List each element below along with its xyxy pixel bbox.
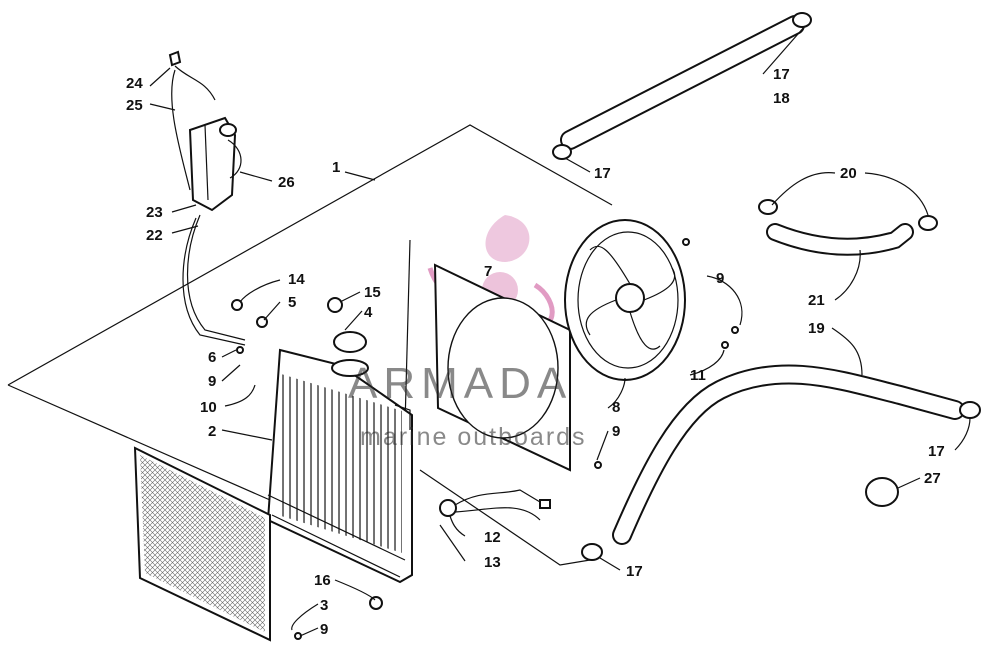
coolant-reservoir-bottle bbox=[168, 50, 246, 346]
callout-4: 4 bbox=[364, 304, 373, 321]
callout-27: 27 bbox=[924, 470, 941, 487]
upper-hose bbox=[560, 15, 805, 150]
callout-2: 2 bbox=[208, 423, 216, 440]
callout-9-shroud: 9 bbox=[612, 423, 620, 440]
callout-15: 15 bbox=[364, 284, 381, 301]
callout-6: 6 bbox=[208, 349, 216, 366]
callout-24: 24 bbox=[126, 75, 143, 92]
callout-1: 1 bbox=[332, 159, 340, 176]
callout-labels: 1 2 3 4 5 6 7 8 9 9 9 9 10 11 12 13 14 1… bbox=[126, 66, 945, 638]
lower-hose bbox=[612, 364, 965, 545]
callout-10: 10 bbox=[200, 399, 217, 416]
callout-20: 20 bbox=[840, 165, 857, 182]
callout-16: 16 bbox=[314, 572, 331, 589]
assembly-bracket-lines bbox=[7, 124, 613, 566]
watermark-tagline: marine outboards bbox=[360, 423, 587, 451]
callout-26: 26 bbox=[278, 174, 295, 191]
callout-22: 22 bbox=[146, 227, 163, 244]
callout-9-fan: 9 bbox=[716, 270, 724, 287]
callout-17-upper: 17 bbox=[594, 165, 611, 182]
callout-21: 21 bbox=[808, 292, 825, 309]
callout-23: 23 bbox=[146, 204, 163, 221]
leader-lines bbox=[149, 25, 971, 637]
callout-19: 19 bbox=[808, 320, 825, 337]
radiator bbox=[266, 331, 413, 584]
curved-hose-21 bbox=[766, 223, 914, 256]
callout-3: 3 bbox=[320, 597, 328, 614]
radiator-screen bbox=[133, 446, 271, 642]
small-hardware bbox=[231, 238, 739, 640]
callout-13: 13 bbox=[484, 554, 501, 571]
callout-11: 11 bbox=[690, 367, 706, 384]
callout-7: 7 bbox=[484, 263, 492, 280]
cooling-fan bbox=[564, 219, 686, 381]
callout-9-left: 9 bbox=[208, 373, 216, 390]
callout-14: 14 bbox=[288, 271, 305, 288]
callout-18: 18 bbox=[773, 90, 790, 107]
callout-17-top: 17 bbox=[773, 66, 790, 83]
watermark-brand: ARMADA bbox=[348, 359, 572, 408]
callout-12: 12 bbox=[484, 529, 501, 546]
hose-clamps bbox=[552, 12, 981, 561]
fan-shroud bbox=[433, 263, 571, 472]
callout-9-bottom: 9 bbox=[320, 621, 328, 638]
callout-8: 8 bbox=[612, 399, 620, 416]
callout-17-right: 17 bbox=[928, 443, 945, 460]
callout-25: 25 bbox=[126, 97, 143, 114]
callout-5: 5 bbox=[288, 294, 296, 311]
temperature-switch bbox=[439, 489, 551, 521]
callout-17-bottom: 17 bbox=[626, 563, 643, 580]
